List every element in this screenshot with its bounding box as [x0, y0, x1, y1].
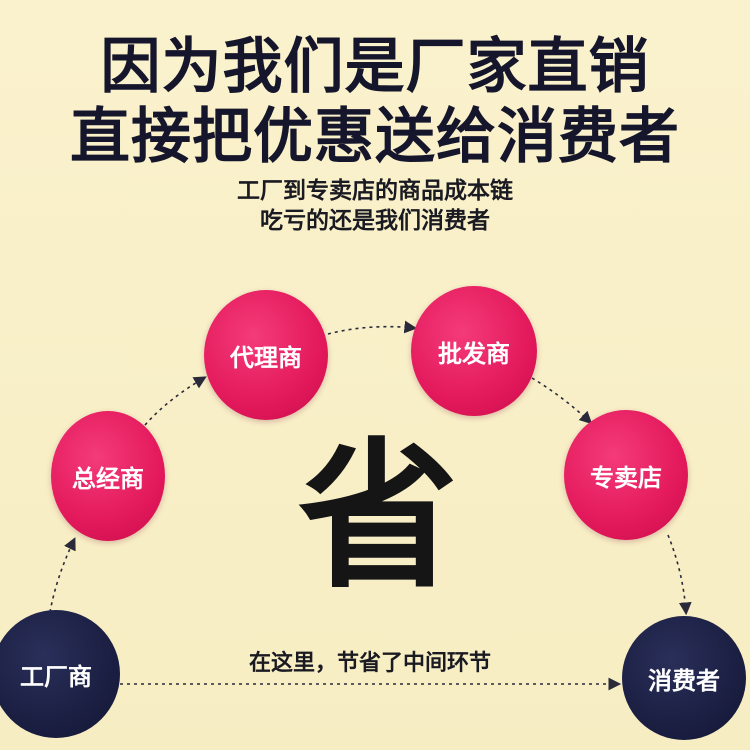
node-factory: 工厂商	[0, 610, 120, 738]
save-character: 省	[298, 423, 459, 610]
subheadline-line-1: 工厂到专卖店的商品成本链	[237, 178, 513, 204]
arrow-general-to-agent	[144, 376, 207, 426]
node-consumer-label: 消费者	[648, 666, 720, 695]
node-store: 专卖店	[564, 410, 688, 540]
node-general-distributor-label: 总经商	[72, 464, 144, 493]
node-agent-label: 代理商	[230, 343, 302, 372]
node-general-distributor: 总经商	[51, 411, 165, 541]
arrow-wholesaler-to-store	[531, 377, 593, 425]
headline-line-1: 因为我们是厂家直销	[100, 32, 650, 102]
node-factory-label: 工厂商	[20, 662, 92, 691]
bottom-caption: 在这里，节省了中间环节	[248, 651, 491, 676]
headline-line-2: 直接把优惠送给消费者	[70, 102, 680, 172]
node-agent: 代理商	[204, 290, 328, 420]
node-consumer: 消费者	[622, 616, 746, 740]
arrow-store-to-consumer	[667, 534, 692, 616]
arrow-factory-to-general	[49, 537, 76, 613]
subheadline-line-2: 吃亏的还是我们消费者	[260, 208, 490, 234]
node-wholesaler-label: 批发商	[438, 339, 510, 368]
node-store-label: 专卖店	[590, 463, 662, 492]
arrow-agent-to-wholesaler	[327, 320, 418, 335]
node-wholesaler: 批发商	[411, 286, 537, 416]
